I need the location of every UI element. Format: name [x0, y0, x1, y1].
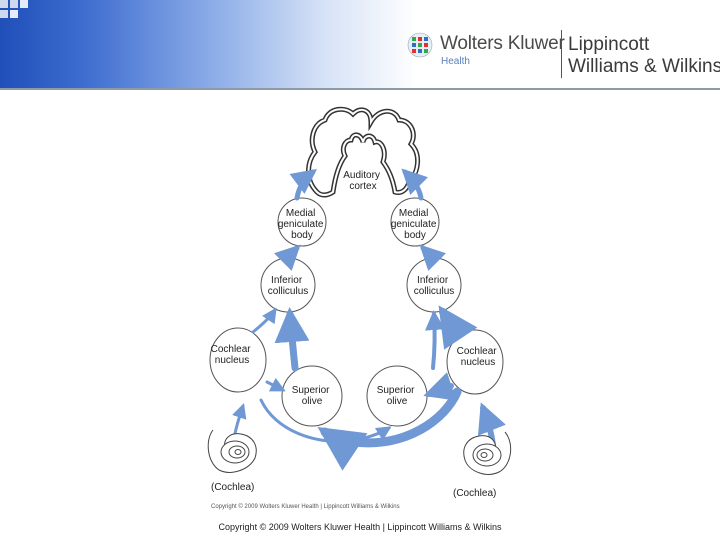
cochlear-nucleus-left-node	[209, 327, 267, 393]
cochlea-right-drawing	[463, 431, 512, 475]
corner-decoration	[0, 0, 40, 30]
cochlea-right-label: (Cochlea)	[453, 488, 496, 499]
superior-olive-left-label: Superior olive	[292, 385, 333, 407]
inferior-colliculus-left-label: Inferior colliculus	[268, 275, 309, 297]
header-divider	[0, 88, 720, 90]
partner-line-2: Williams & Wilkins	[568, 56, 720, 77]
brand-subtitle: Health	[441, 56, 470, 67]
medial-geniculate-right-label: Medial geniculate body	[391, 208, 439, 241]
auditory-pathway-diagram: Auditory cortex Medial geniculate body M…	[207, 106, 512, 510]
brand-name: Wolters Kluwer	[440, 33, 565, 54]
cochlea-left-label: (Cochlea)	[211, 482, 254, 493]
partner-line-1: Lippincott	[568, 34, 650, 55]
medial-geniculate-right-node	[390, 197, 440, 247]
figure-copyright: Copyright © 2009 Wolters Kluwer Health |…	[211, 503, 400, 510]
medial-geniculate-left-label: Medial geniculate body	[278, 208, 326, 241]
inferior-colliculus-right-label: Inferior colliculus	[414, 275, 455, 297]
cochlea-left-drawing	[207, 429, 257, 473]
superior-olive-left-node	[281, 365, 343, 427]
logo-divider	[561, 30, 562, 78]
auditory-cortex-label: Auditory cortex	[343, 170, 382, 192]
superior-olive-right-label: Superior olive	[377, 385, 418, 407]
partner-logo: Lippincott Williams & Wilkins	[568, 34, 720, 78]
medial-geniculate-left-node	[277, 197, 327, 247]
header-banner	[0, 0, 720, 88]
slide-copyright: Copyright © 2009 Wolters Kluwer Health |…	[218, 522, 502, 532]
cochlear-nucleus-right-label: Cochlear nucleus	[457, 346, 500, 368]
wolters-kluwer-logo-icon	[407, 32, 433, 58]
pathway-arrows	[231, 168, 506, 471]
cochlear-nucleus-left-label: Cochlear nucleus	[211, 344, 254, 366]
